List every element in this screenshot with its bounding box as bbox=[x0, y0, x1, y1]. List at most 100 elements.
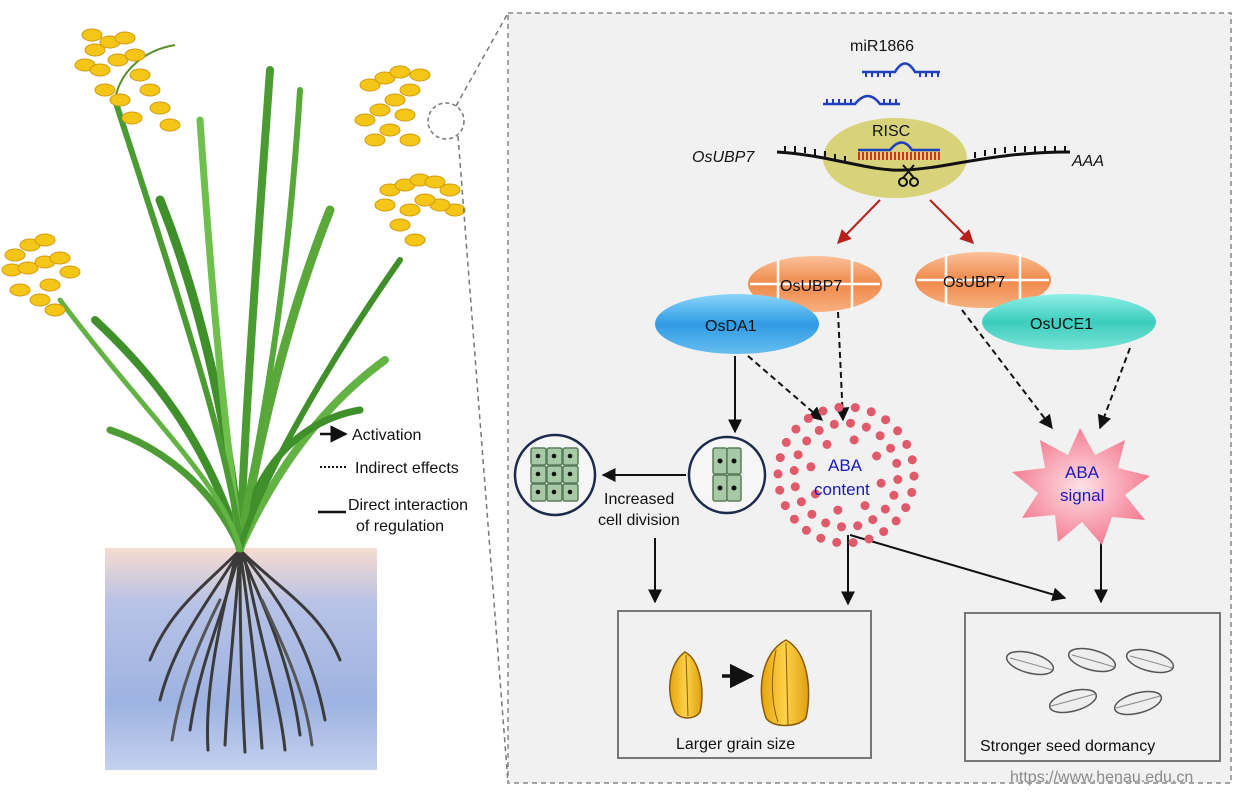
aba-dot bbox=[791, 424, 801, 434]
aba-dot bbox=[893, 475, 903, 484]
aba-dot bbox=[773, 469, 783, 479]
cell-circle-right bbox=[687, 435, 767, 515]
aba-dot bbox=[807, 509, 817, 519]
aba-content-label-line1: ABA bbox=[828, 456, 863, 475]
cell-division-label-line1: Increased bbox=[604, 491, 674, 508]
aba-dot bbox=[853, 521, 863, 531]
aba-dot bbox=[829, 419, 839, 429]
grain-size-label: Larger grain size bbox=[676, 736, 795, 753]
aba-dot bbox=[834, 402, 844, 412]
pathway-arrows bbox=[601, 309, 1131, 606]
mirna-strand-top bbox=[862, 62, 940, 77]
seed-dormancy-label: Stronger seed dormancy bbox=[980, 738, 1155, 755]
seed-icons bbox=[1005, 647, 1175, 716]
aba-dot bbox=[837, 522, 846, 532]
risc-label: RISC bbox=[872, 123, 910, 140]
panicle-left bbox=[1, 233, 81, 317]
aba-dot bbox=[822, 439, 832, 449]
aba-dot bbox=[866, 407, 876, 417]
leaves bbox=[57, 66, 403, 553]
mirna-strand-mid bbox=[823, 94, 900, 106]
aba-dot bbox=[864, 534, 874, 544]
aba-dot bbox=[832, 537, 842, 547]
aba-signal-label-line2: signal bbox=[1060, 486, 1104, 505]
cleavage-arrows bbox=[837, 199, 974, 245]
aba-dot bbox=[879, 527, 889, 537]
aba-dot bbox=[907, 487, 917, 497]
aba-dot bbox=[909, 471, 919, 481]
aba-content-label-line2: content bbox=[814, 480, 870, 499]
watermark-url: https://www.henau.edu.cn bbox=[1010, 769, 1193, 786]
aba-dot bbox=[891, 516, 901, 526]
aba-dot bbox=[886, 443, 896, 453]
aba-dot bbox=[893, 426, 903, 436]
protein-uce1-label: OsUCE1 bbox=[1030, 316, 1093, 333]
protein-ubp7-left-label: OsUBP7 bbox=[780, 278, 842, 295]
aba-dot bbox=[814, 425, 824, 435]
aba-dot bbox=[849, 435, 859, 445]
aba-dot bbox=[793, 450, 803, 460]
aba-signal-label-line1: ABA bbox=[1065, 463, 1100, 482]
roots bbox=[148, 548, 342, 754]
aba-dot bbox=[821, 518, 831, 528]
aba-signal-burst bbox=[1012, 428, 1150, 545]
aba-dot bbox=[775, 485, 785, 495]
aba-dot bbox=[881, 415, 891, 425]
aba-dot bbox=[860, 501, 870, 511]
aba-dot bbox=[789, 466, 799, 475]
aba-dot bbox=[802, 436, 812, 446]
aba-dot bbox=[818, 406, 828, 416]
aba-dot bbox=[889, 490, 899, 500]
protein-uce1: OsUCE1 bbox=[982, 294, 1156, 350]
protein-da1: OsDA1 bbox=[655, 294, 819, 354]
cell-division-label-line2: cell division bbox=[598, 512, 680, 529]
aba-dot bbox=[806, 462, 816, 472]
aba-dot bbox=[880, 504, 890, 514]
zoom-circle bbox=[427, 102, 465, 140]
legend-activation-label: Activation bbox=[352, 427, 421, 444]
aba-dot bbox=[872, 451, 882, 461]
aba-dot bbox=[907, 455, 917, 465]
aba-content-dots bbox=[773, 402, 919, 548]
protein-ubp7-right-label: OsUBP7 bbox=[943, 274, 1005, 291]
mirna-group: miR1866 bbox=[823, 38, 940, 106]
legend-direct-label-line1: Direct interaction bbox=[348, 497, 468, 514]
aba-dot bbox=[848, 538, 858, 548]
aba-dot bbox=[780, 501, 790, 511]
panicle-top-right bbox=[354, 65, 431, 147]
aba-dot bbox=[846, 418, 855, 428]
aba-dot bbox=[801, 525, 811, 535]
cell-circle-left bbox=[513, 433, 597, 517]
aba-dot bbox=[868, 515, 878, 525]
aba-dot bbox=[901, 503, 911, 513]
aba-dot bbox=[796, 497, 806, 507]
aba-dot bbox=[810, 489, 820, 499]
grain-large-icon bbox=[760, 639, 810, 727]
scissors-icon bbox=[898, 164, 919, 187]
zoom-connector-lines bbox=[455, 12, 509, 784]
aba-dot bbox=[875, 431, 885, 441]
rice-plant-illustration bbox=[1, 28, 466, 770]
legend: Activation Indirect effects Direct inter… bbox=[318, 425, 468, 535]
aba-dot bbox=[876, 478, 886, 488]
aba-dot bbox=[902, 439, 912, 449]
protein-da1-label: OsDA1 bbox=[705, 318, 757, 335]
aba-dot bbox=[775, 453, 785, 463]
mrna-gene-label: OsUBP7 bbox=[692, 149, 755, 166]
panicle-top-left bbox=[74, 28, 181, 132]
aba-dot bbox=[892, 458, 902, 468]
seed-dormancy-box: Stronger seed dormancy bbox=[964, 612, 1221, 762]
panicles bbox=[1, 28, 466, 317]
legend-indirect-label: Indirect effects bbox=[355, 460, 459, 477]
legend-direct-label-line2: of regulation bbox=[356, 518, 444, 535]
mrna-strand: OsUBP7 AAA bbox=[692, 141, 1104, 172]
aba-dot bbox=[816, 533, 826, 543]
grain-size-box: Larger grain size bbox=[617, 610, 872, 759]
aba-dot bbox=[781, 437, 791, 447]
aba-dot bbox=[861, 422, 871, 432]
panicle-right bbox=[374, 173, 466, 247]
protein-ubp7-left: OsUBP7 bbox=[748, 256, 882, 312]
protein-ubp7-right: OsUBP7 bbox=[915, 252, 1051, 308]
aba-dot bbox=[803, 413, 813, 423]
